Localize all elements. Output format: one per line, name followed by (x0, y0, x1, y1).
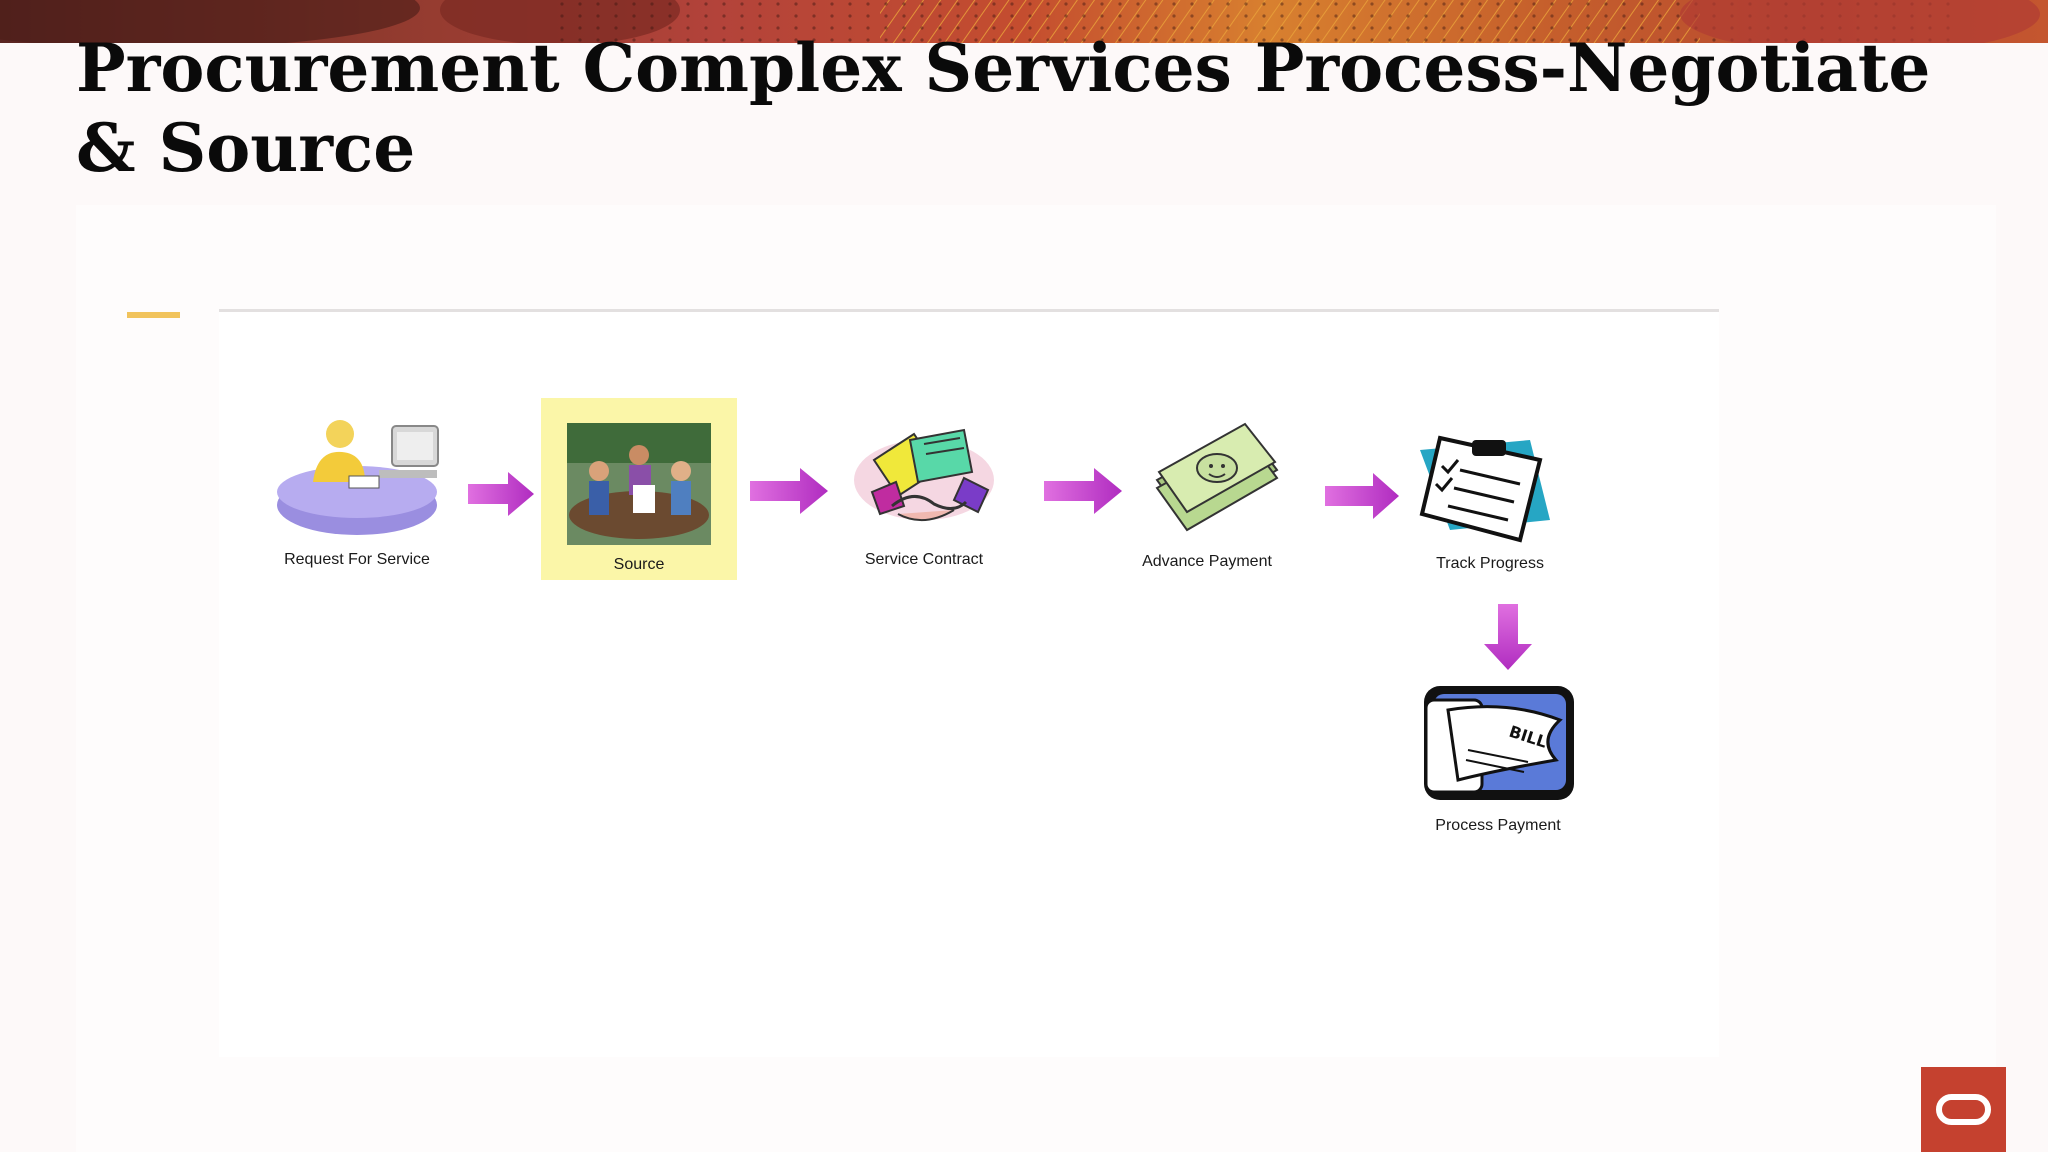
oracle-logo-icon (1936, 1094, 1991, 1125)
slide-title: Procurement Complex Services Process-Neg… (76, 29, 1931, 187)
step-label: Service Contract (864, 551, 984, 568)
meeting-people-icon (567, 423, 711, 545)
step-label: Request For Service (284, 551, 430, 568)
accent-dash (127, 312, 180, 318)
step-request-for-service: Request For Service (247, 410, 467, 569)
step-service-contract: Service Contract (814, 410, 1034, 569)
arrow-right-icon (468, 472, 534, 516)
bill-documents-icon: BILL (1424, 686, 1574, 800)
process-diagram-card (219, 309, 1719, 1057)
brand-logo (1921, 1067, 2006, 1152)
arrow-right-icon (750, 468, 828, 514)
step-source: Source (529, 415, 749, 574)
step-label: Process Payment (1435, 817, 1561, 834)
header-banner (0, 0, 2048, 43)
user-computer-desk-icon (277, 420, 439, 535)
step-label: Advance Payment (1142, 553, 1272, 570)
money-stack-icon (1155, 422, 1279, 532)
step-label: Track Progress (1436, 555, 1544, 572)
step-track-progress: Track Progress (1380, 410, 1600, 573)
banner-pattern (0, 0, 2040, 43)
arrow-down-icon (1484, 604, 1532, 670)
arrow-right-icon (1044, 468, 1122, 514)
arrow-right-icon (1325, 473, 1399, 519)
step-advance-payment: Advance Payment (1097, 410, 1317, 571)
clipboard-checklist-icon (1419, 435, 1550, 543)
step-label: Source (613, 556, 665, 573)
step-process-payment: BILL Process Payment (1388, 680, 1608, 835)
handshake-contract-icon (854, 428, 994, 521)
